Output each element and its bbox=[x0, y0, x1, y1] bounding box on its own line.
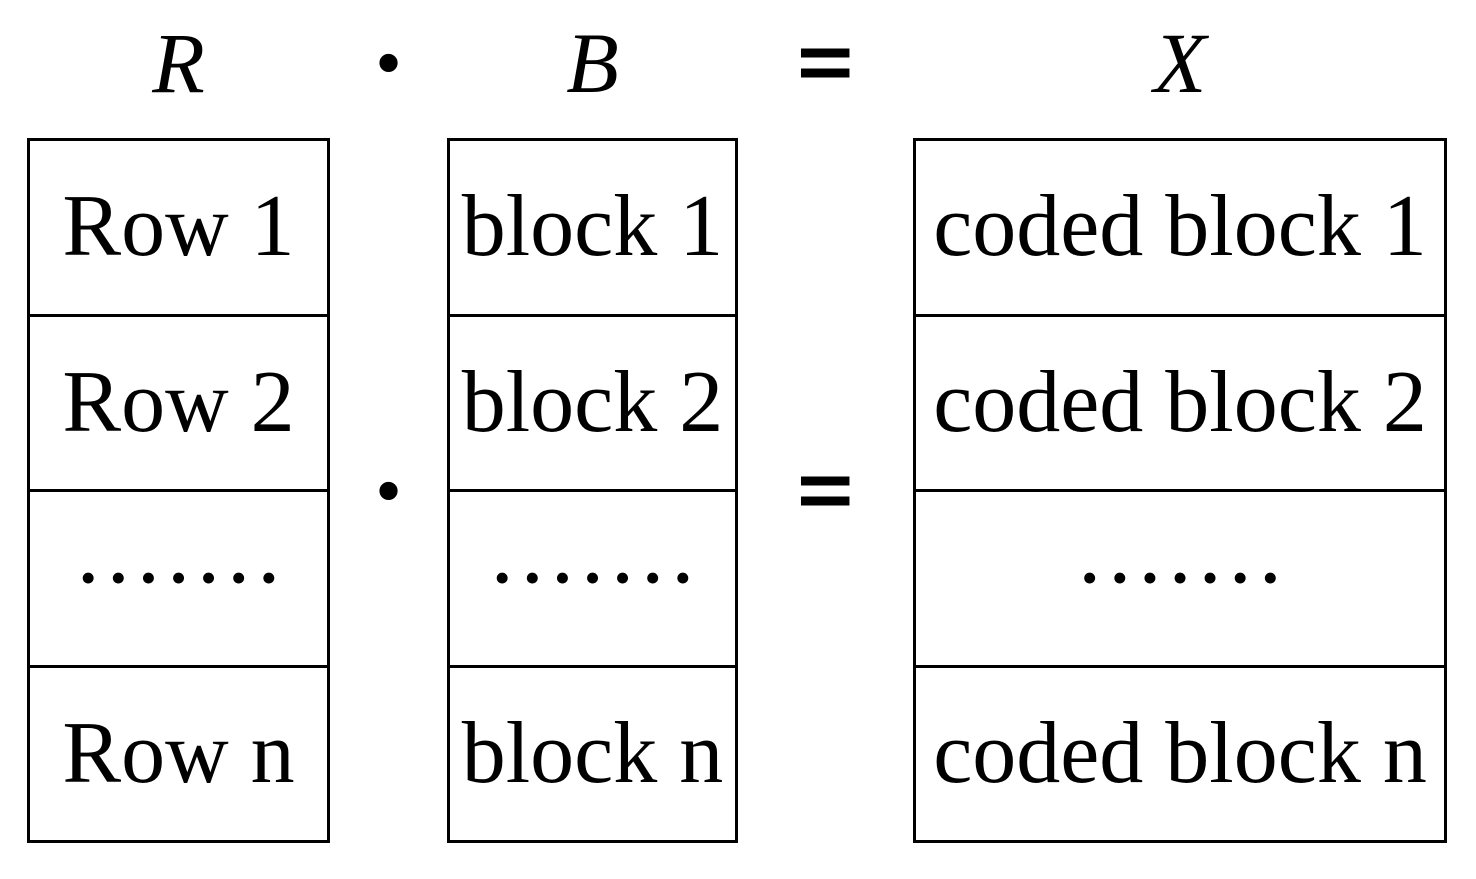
matrix-x-coded-block-1: coded block 1 bbox=[933, 178, 1427, 276]
matrix-b-block-1: block 1 bbox=[461, 178, 724, 276]
matrix-b: block 1 block 2 ••••••• block n bbox=[447, 138, 738, 843]
matrix-b-block-2: block 2 bbox=[450, 313, 735, 490]
matrix-r: Row 1 Row 2 ••••••• Row n bbox=[27, 138, 330, 843]
equals-operator-header: = bbox=[796, 7, 855, 118]
matrix-x-label: X bbox=[1153, 15, 1207, 111]
matrix-x-coded-block-n: coded block n bbox=[916, 664, 1444, 841]
matrix-b-label: B bbox=[566, 15, 619, 111]
equals-operator: = bbox=[796, 434, 855, 546]
matrix-b-ellipsis-row: ••••••• bbox=[450, 489, 735, 665]
matrix-r-row-1: Row 1 bbox=[62, 178, 295, 276]
matrix-r-row-n: Row n bbox=[30, 664, 327, 841]
matrix-x: coded block 1 coded block 2 ••••••• code… bbox=[913, 138, 1447, 843]
dot-operator: · bbox=[371, 434, 406, 546]
dot-operator-header: · bbox=[371, 7, 406, 118]
matrix-b-block-n: block n bbox=[450, 664, 735, 841]
matrix-r-row-2: Row 2 bbox=[30, 313, 327, 490]
matrix-x-ellipsis-row: ••••••• bbox=[916, 489, 1444, 665]
matrix-r-ellipsis-row: ••••••• bbox=[30, 489, 327, 665]
matrix-x-coded-block-2: coded block 2 bbox=[916, 313, 1444, 490]
matrix-r-label: R bbox=[152, 15, 205, 111]
